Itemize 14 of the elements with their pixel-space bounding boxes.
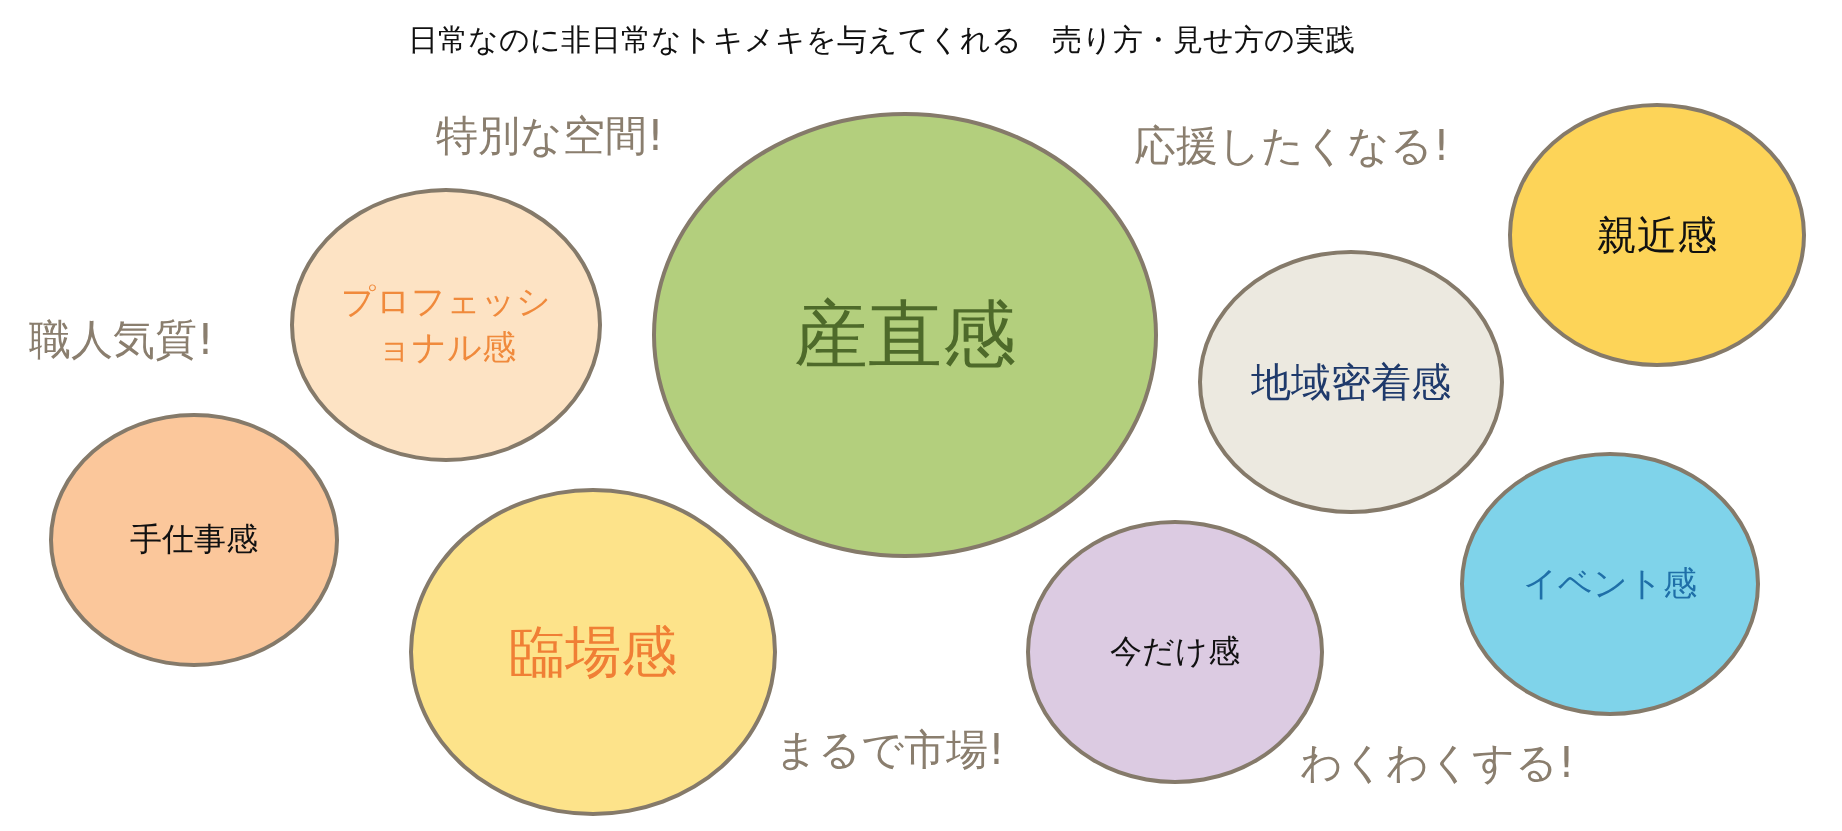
bubble-label: 親近感 [1597,211,1717,260]
bubble-label: 手仕事感 [130,519,258,561]
title: 日常なのに非日常なトキメキを与えてくれる 売り方・見せ方の実践 [406,21,1356,59]
bubble-label: 今だけ感 [1110,631,1240,673]
caption-text: 職人気質! [29,314,214,366]
bubble-label: 産直感 [794,290,1016,380]
bubble-label: プロフェッショナル感 [341,280,551,369]
bubble-label: イベント感 [1523,562,1697,606]
bubble-label: 臨場感 [509,618,677,687]
caption-text: わくわくする! [1300,737,1575,789]
caption-text: 特別な空間! [436,110,664,162]
bubble-label: 地域密着感 [1251,358,1451,407]
caption-text: 応援したくなる! [1134,120,1450,172]
caption-text: まるで市場! [775,724,1005,776]
